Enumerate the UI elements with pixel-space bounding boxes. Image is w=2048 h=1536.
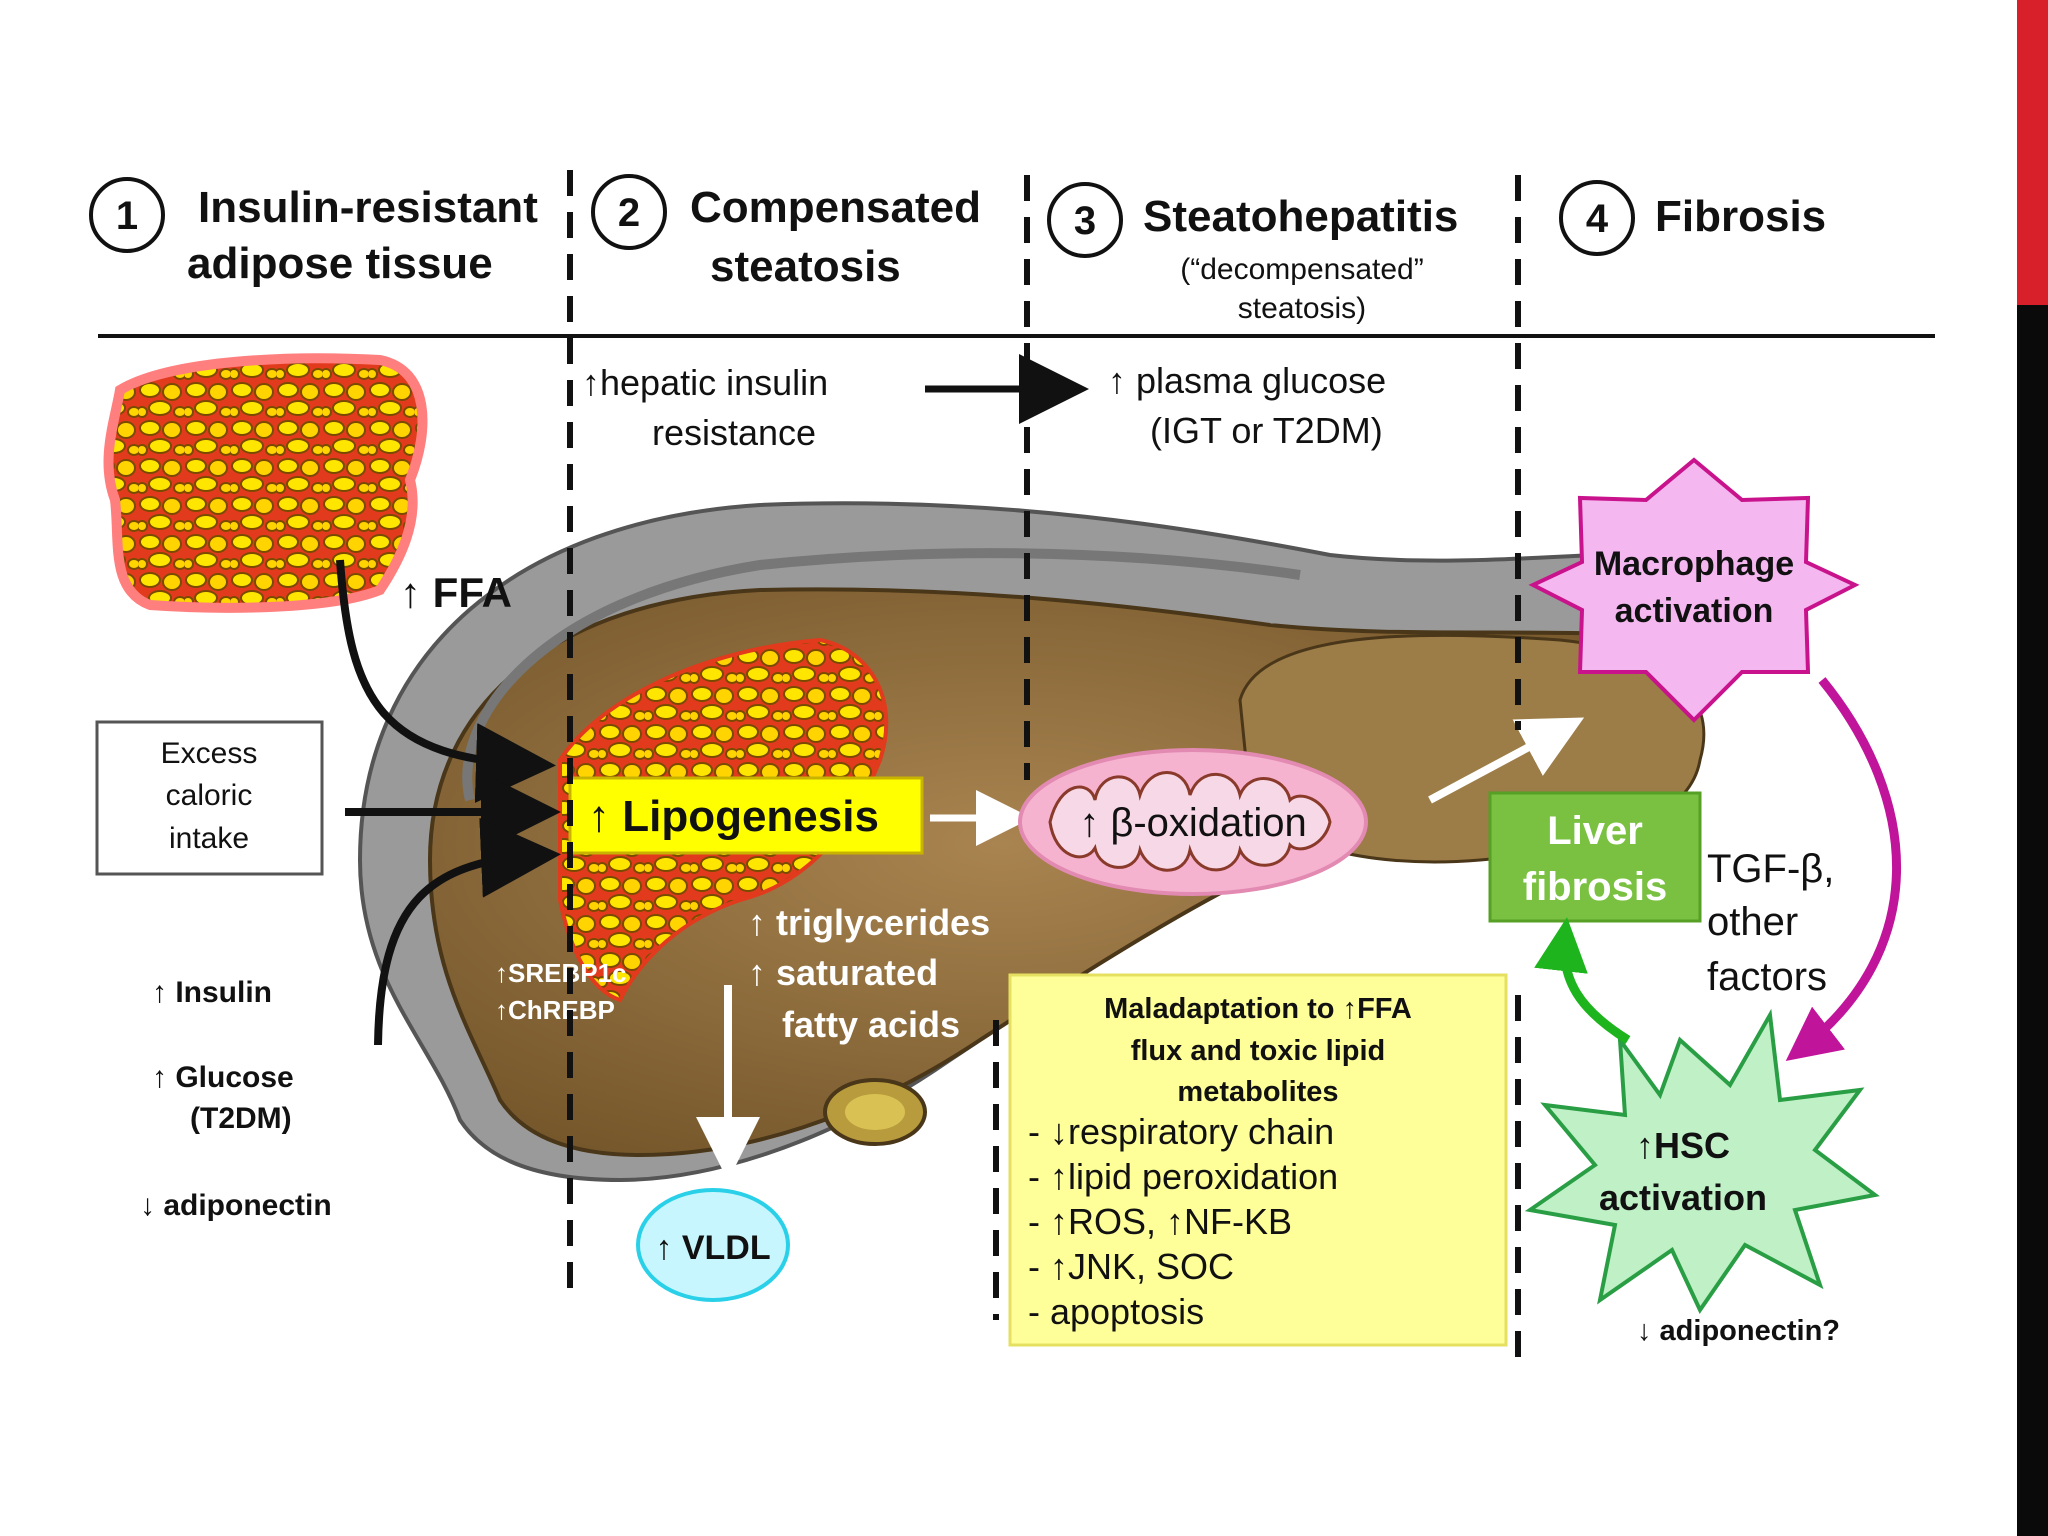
adiponectin-label: ↓ adiponectin [140, 1189, 332, 1222]
arrow-insulin-to-liver [374, 817, 561, 1046]
column-header-2: 2 Compensated steatosis [591, 174, 981, 291]
hsc-label-1: ↑HSC [1636, 1125, 1730, 1166]
tgf-label-2: other [1707, 900, 1798, 944]
column-header-1: 1 Insulin-resistant adipose tissue [89, 177, 538, 288]
saturated-label: ↑ saturated [748, 952, 938, 993]
fatty-acids-label: fatty acids [782, 1004, 960, 1045]
triglycerides-label: ↑ triglycerides [748, 902, 990, 943]
maladaptation-item-5: - apoptosis [1028, 1291, 1204, 1332]
liver-fibrosis-label-1: Liver [1547, 809, 1643, 853]
plasma-glucose-2: (IGT or T2DM) [1150, 410, 1383, 451]
tgf-label-1: TGF-β, [1707, 847, 1834, 891]
maladaptation-title-1: Maladaptation to ↑FFA [1104, 993, 1412, 1025]
vldl-ellipse [636, 1188, 790, 1302]
glucose-sublabel: (T2DM) [190, 1102, 292, 1135]
accent-bar-dark [2017, 305, 2048, 1536]
maladaptation-title-3: metabolites [1177, 1076, 1338, 1108]
svg-text:Steatohepatitis: Steatohepatitis [1143, 192, 1458, 241]
excess-caloric-label-2: caloric [166, 779, 253, 812]
macrophage-star [1528, 457, 1860, 723]
accent-bar-red [2017, 0, 2048, 305]
svg-text:Insulin-resistant: Insulin-resistant [198, 183, 538, 232]
beta-oxidation-label: ↑ β-oxidation [1079, 801, 1307, 845]
adiponectin-question-label: ↓ adiponectin? [1637, 1315, 1840, 1347]
svg-text:3: 3 [1074, 199, 1096, 243]
ffa-label: ↑ FFA [400, 569, 512, 616]
mitochondrion-cristae [1048, 771, 1332, 872]
lipogenesis-box [568, 776, 924, 855]
insulin-label: ↑ Insulin [152, 976, 272, 1009]
arrow-ffa-to-liver [336, 559, 556, 803]
macrophage-label-2: activation [1615, 592, 1774, 630]
maladaptation-box [1008, 973, 1508, 1347]
hsc-label-2: activation [1599, 1177, 1767, 1218]
glucose-label: ↑ Glucose [152, 1061, 294, 1094]
svg-text:4: 4 [1586, 197, 1609, 241]
arrow-hsc-to-fibrosis [1534, 917, 1631, 1044]
tgf-label-3: factors [1707, 955, 1827, 999]
vldl-label: ↑ VLDL [655, 1229, 770, 1267]
liver-fibrosis-box [1488, 791, 1702, 923]
plasma-glucose-1: ↑ plasma glucose [1108, 360, 1386, 401]
chrebp-label: ↑ChREBP [495, 995, 615, 1025]
liver-fibrosis-label-2: fibrosis [1523, 865, 1667, 909]
svg-text:steatosis: steatosis [710, 242, 901, 291]
arrow-beta-to-macrophage [1428, 717, 1585, 804]
column-header-3: 3 Steatohepatitis (“decompensated” steat… [1047, 182, 1458, 325]
svg-text:adipose tissue: adipose tissue [187, 239, 493, 288]
arrow-macrophage-to-hsc [1785, 677, 1901, 1061]
maladaptation-item-1: - ↓respiratory chain [1028, 1111, 1334, 1152]
svg-text:(“decompensated”: (“decompensated” [1180, 253, 1423, 286]
column-header-4: 4 Fibrosis [1559, 180, 1826, 256]
excess-caloric-box [95, 720, 324, 876]
macrophage-label-1: Macrophage [1594, 545, 1794, 583]
svg-text:Fibrosis: Fibrosis [1655, 192, 1826, 241]
svg-text:Compensated: Compensated [690, 183, 981, 232]
lipogenesis-label: ↑ Lipogenesis [588, 792, 879, 841]
adipose-tissue [103, 353, 428, 613]
svg-text:steatosis): steatosis) [1238, 292, 1366, 325]
srebp-label: ↑SREBP1c [495, 958, 627, 988]
maladaptation-item-2: - ↑lipid peroxidation [1028, 1156, 1338, 1197]
maladaptation-item-3: - ↑ROS, ↑NF-KB [1028, 1201, 1292, 1242]
excess-caloric-label-1: Excess [161, 737, 258, 770]
excess-caloric-label-3: intake [169, 822, 249, 855]
hepatic-insulin-resistance-2: resistance [652, 412, 816, 453]
maladaptation-item-4: - ↑JNK, SOC [1028, 1246, 1234, 1287]
svg-text:2: 2 [618, 191, 640, 235]
svg-text:1: 1 [116, 194, 138, 238]
hepatic-insulin-resistance-1: ↑hepatic insulin [582, 362, 828, 403]
hsc-star [1524, 1008, 1880, 1315]
maladaptation-title-2: flux and toxic lipid [1131, 1035, 1386, 1067]
